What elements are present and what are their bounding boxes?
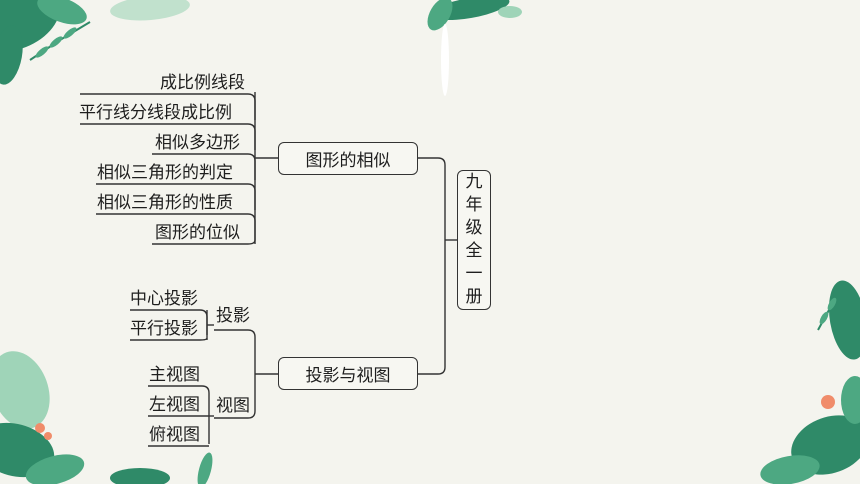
root-char-4: 全 bbox=[465, 241, 483, 261]
root-node: 九 年 级 全 一 册 bbox=[457, 170, 491, 310]
projection-group-label: 投影 bbox=[216, 306, 250, 326]
view-group-label: 视图 bbox=[216, 396, 250, 416]
view-bracket bbox=[148, 385, 210, 447]
view-item-1: 主视图 bbox=[149, 365, 200, 385]
similar-item-1: 成比例线段 bbox=[160, 73, 245, 93]
bottom-left-leaves bbox=[0, 351, 213, 484]
similar-item-6: 图形的位似 bbox=[155, 223, 240, 243]
top-center-leaves bbox=[427, 0, 522, 96]
top-left-leaves bbox=[0, 0, 190, 85]
similar-item-4: 相似三角形的判定 bbox=[97, 163, 233, 183]
similar-item-5: 相似三角形的性质 bbox=[97, 193, 233, 213]
connector-lines bbox=[80, 92, 458, 447]
branch-node-projection: 投影与视图 bbox=[278, 357, 418, 390]
similar-bracket bbox=[80, 93, 256, 245]
similar-item-3: 相似多边形 bbox=[155, 133, 240, 153]
bottom-right-leaves bbox=[760, 280, 860, 484]
root-char-6: 册 bbox=[465, 287, 483, 307]
root-char-5: 一 bbox=[465, 264, 483, 284]
root-char-2: 年 bbox=[465, 195, 483, 215]
projection-item-1: 中心投影 bbox=[130, 289, 198, 309]
projection-item-2: 平行投影 bbox=[130, 319, 198, 339]
view-item-3: 俯视图 bbox=[149, 425, 200, 445]
main-bracket bbox=[418, 157, 446, 375]
similar-item-2: 平行线分线段成比例 bbox=[79, 103, 232, 123]
root-char-3: 级 bbox=[465, 218, 483, 238]
view-item-2: 左视图 bbox=[149, 395, 200, 415]
root-char-1: 九 bbox=[465, 172, 483, 192]
branch-node-similar: 图形的相似 bbox=[278, 142, 418, 175]
